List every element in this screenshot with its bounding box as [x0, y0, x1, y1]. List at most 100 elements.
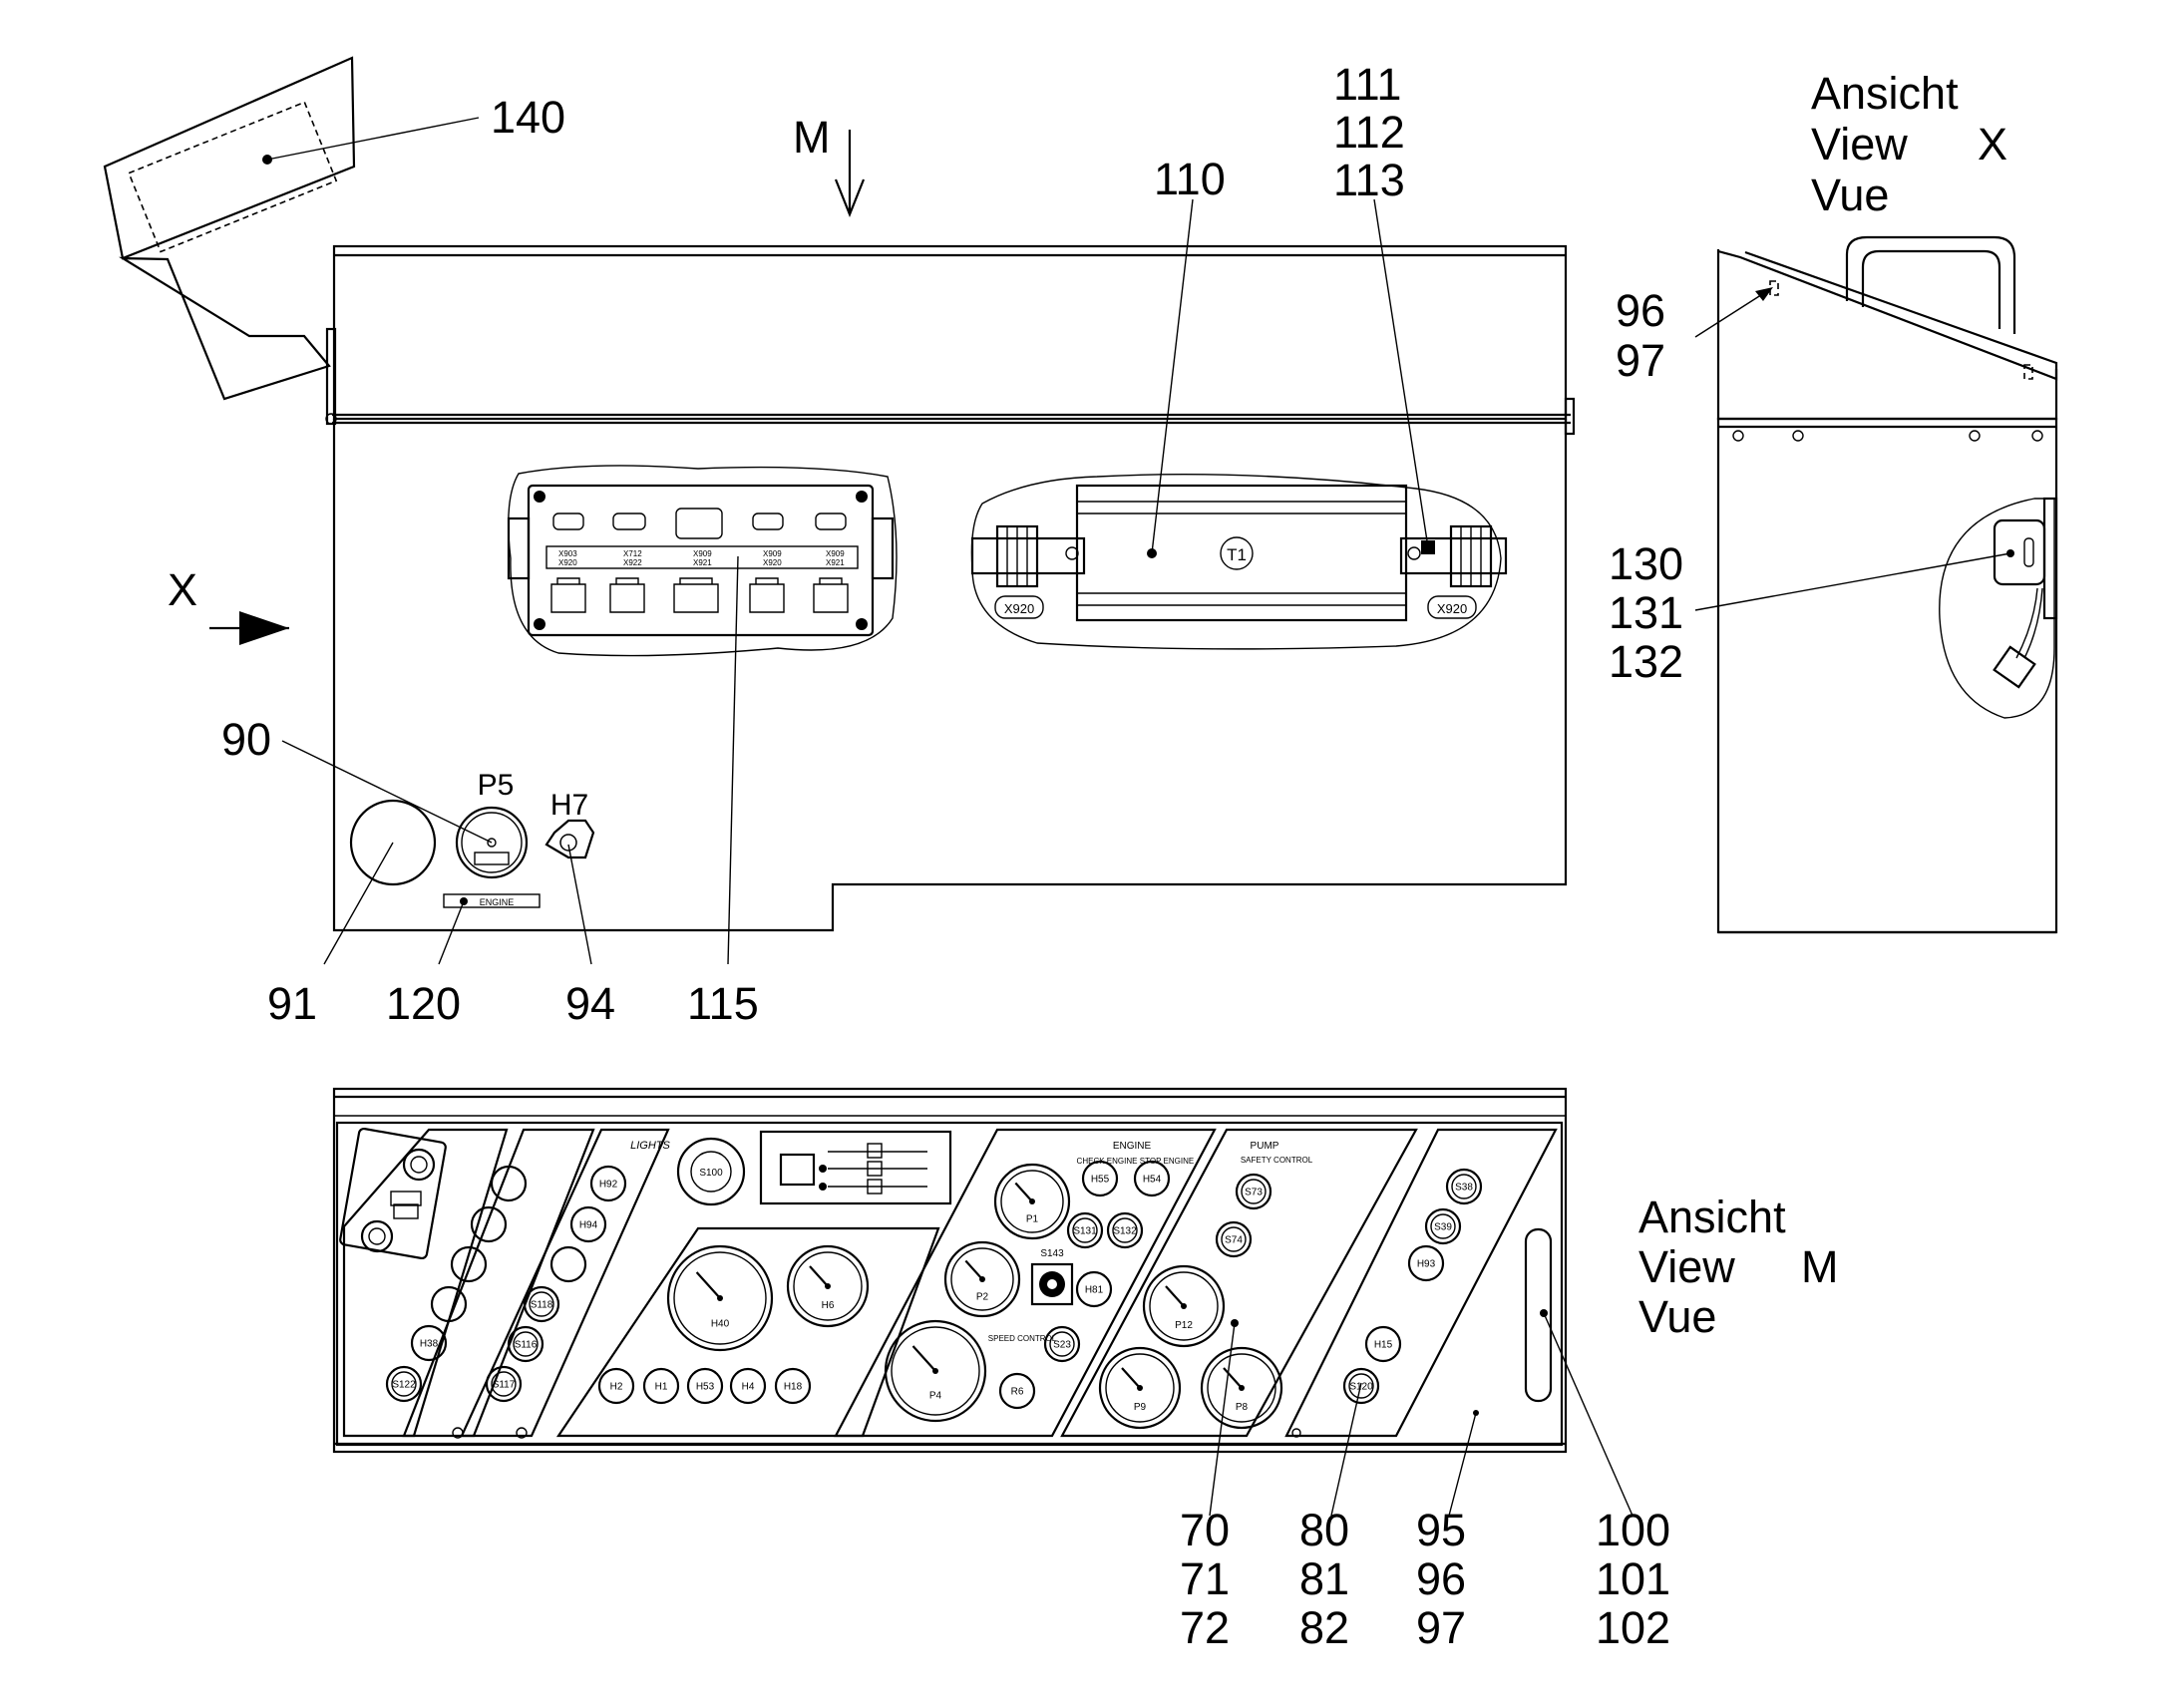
indicator-lamp-1 [490, 1165, 528, 1202]
connector-bottom-3 [673, 577, 719, 613]
leader-lines-side [1694, 287, 2011, 611]
button-h94[interactable]: H94 [569, 1205, 607, 1243]
indicator-lamp-3 [450, 1245, 488, 1283]
button-label-s23: S23 [1053, 1340, 1071, 1351]
view-m-title-letter: M [1801, 1241, 1839, 1292]
connector-top-4 [752, 512, 784, 530]
view-x-title-1: Ansicht [1811, 68, 1959, 119]
svg-text:X920: X920 [558, 558, 577, 567]
view-m-title-2: View [1638, 1241, 1735, 1292]
gauge-p8: P8 [1200, 1346, 1283, 1430]
button-label-s122: S122 [392, 1380, 416, 1391]
button-s118[interactable]: S118 [523, 1285, 560, 1323]
gauge-label-p4: P4 [929, 1391, 942, 1402]
ref-97: 97 [1416, 1602, 1466, 1653]
button-s120[interactable]: S120 [1342, 1367, 1380, 1405]
indicator-lamp-5 [549, 1245, 587, 1283]
ref-102: 102 [1596, 1602, 1670, 1653]
button-h1[interactable]: H1 [642, 1367, 680, 1405]
ref-90: 90 [221, 714, 271, 765]
svg-text:X922: X922 [623, 558, 642, 567]
leader-lines-front [281, 198, 1429, 965]
gauge-h6: H6 [786, 1244, 870, 1328]
view-x-title-2: View [1811, 119, 1908, 170]
button-h15[interactable]: H15 [1364, 1325, 1402, 1363]
ref-101: 101 [1596, 1553, 1670, 1604]
button-h93[interactable]: H93 [1407, 1244, 1445, 1282]
button-h53[interactable]: H53 [686, 1367, 724, 1405]
button-s116[interactable]: S116 [507, 1325, 545, 1363]
button-s122[interactable]: S122 [385, 1365, 423, 1403]
button-h18[interactable]: H18 [774, 1367, 812, 1405]
ref-132: 132 [1609, 636, 1683, 687]
button-h55[interactable]: H55 [1081, 1160, 1119, 1197]
button-label-h92: H92 [599, 1180, 618, 1191]
arrow-x [209, 611, 289, 645]
button-label-s118: S118 [531, 1300, 553, 1311]
button-h2[interactable]: H2 [597, 1367, 635, 1405]
button-label-s38: S38 [1455, 1183, 1473, 1194]
button-label-h1: H1 [655, 1382, 668, 1393]
button-label-h94: H94 [579, 1220, 598, 1231]
gauge-label-p8: P8 [1236, 1402, 1249, 1413]
gauges-engine-cluster [349, 799, 595, 908]
gauge-label-p1: P1 [1026, 1213, 1039, 1224]
button-label-h4: H4 [742, 1382, 755, 1393]
connector-bottom-1 [550, 577, 586, 613]
button-label-h38: H38 [420, 1339, 439, 1350]
transformer-t1 [970, 474, 1508, 650]
svg-text:X920: X920 [763, 558, 782, 567]
button-s117[interactable]: S117 [485, 1365, 523, 1403]
button-label-h2: H2 [610, 1382, 623, 1393]
ref-94: 94 [565, 978, 615, 1029]
button-s131[interactable]: S131 [1066, 1211, 1104, 1249]
ref-96-side: 96 [1616, 285, 1665, 336]
ref-91: 91 [267, 978, 317, 1029]
button-h81[interactable]: H81 [1075, 1270, 1113, 1308]
ref-113: 113 [1333, 155, 1405, 205]
arrow-m [834, 130, 866, 217]
button-h4[interactable]: H4 [729, 1367, 767, 1405]
connector-top-2 [612, 512, 646, 530]
ref-72: 72 [1180, 1602, 1230, 1653]
button-r6[interactable]: R6 [998, 1372, 1036, 1410]
gauge-p2: P2 [943, 1240, 1021, 1318]
button-s23[interactable]: S23 [1043, 1325, 1081, 1363]
button-label-h15: H15 [1374, 1340, 1393, 1351]
direction-letter-x: X [168, 564, 197, 615]
gauge-h40: H40 [666, 1244, 774, 1352]
button-s73[interactable]: S73 [1235, 1173, 1272, 1210]
button-label-s74: S74 [1225, 1235, 1243, 1246]
button-s132[interactable]: S132 [1106, 1211, 1144, 1249]
button-s74[interactable]: S74 [1215, 1220, 1253, 1258]
svg-text:X909: X909 [693, 549, 712, 558]
label-engine: ENGINE [1113, 1141, 1152, 1152]
svg-text:X903: X903 [558, 549, 577, 558]
gauge-p9: P9 [1098, 1346, 1182, 1430]
button-label-s39: S39 [1434, 1222, 1452, 1233]
button-s39[interactable]: S39 [1424, 1207, 1462, 1245]
ref-140: 140 [491, 92, 565, 143]
ref-71: 71 [1180, 1553, 1230, 1604]
label-t1: T1 [1227, 545, 1247, 564]
gauge-label-p12: P12 [1175, 1320, 1193, 1331]
ref-95: 95 [1416, 1505, 1466, 1555]
label-pump: PUMP [1251, 1141, 1279, 1152]
button-h38[interactable]: H38 [410, 1324, 448, 1362]
button-label-s132: S132 [1113, 1226, 1137, 1237]
view-x-title-3: Vue [1811, 170, 1889, 220]
view-x-title-letter: X [1978, 119, 2007, 170]
button-label-h81: H81 [1085, 1285, 1104, 1296]
ref-110: 110 [1154, 154, 1226, 204]
key-switch-s143[interactable] [1030, 1262, 1074, 1306]
ref-115: 115 [687, 978, 759, 1029]
gauge-p4: P4 [884, 1319, 987, 1423]
button-h54[interactable]: H54 [1133, 1160, 1171, 1197]
svg-text:X921: X921 [693, 558, 712, 567]
button-s38[interactable]: S38 [1445, 1168, 1483, 1205]
button-label-s120: S120 [1349, 1382, 1373, 1393]
button-h92[interactable]: H92 [589, 1165, 627, 1202]
ref-100: 100 [1596, 1505, 1670, 1555]
label-s143: S143 [1040, 1248, 1064, 1259]
